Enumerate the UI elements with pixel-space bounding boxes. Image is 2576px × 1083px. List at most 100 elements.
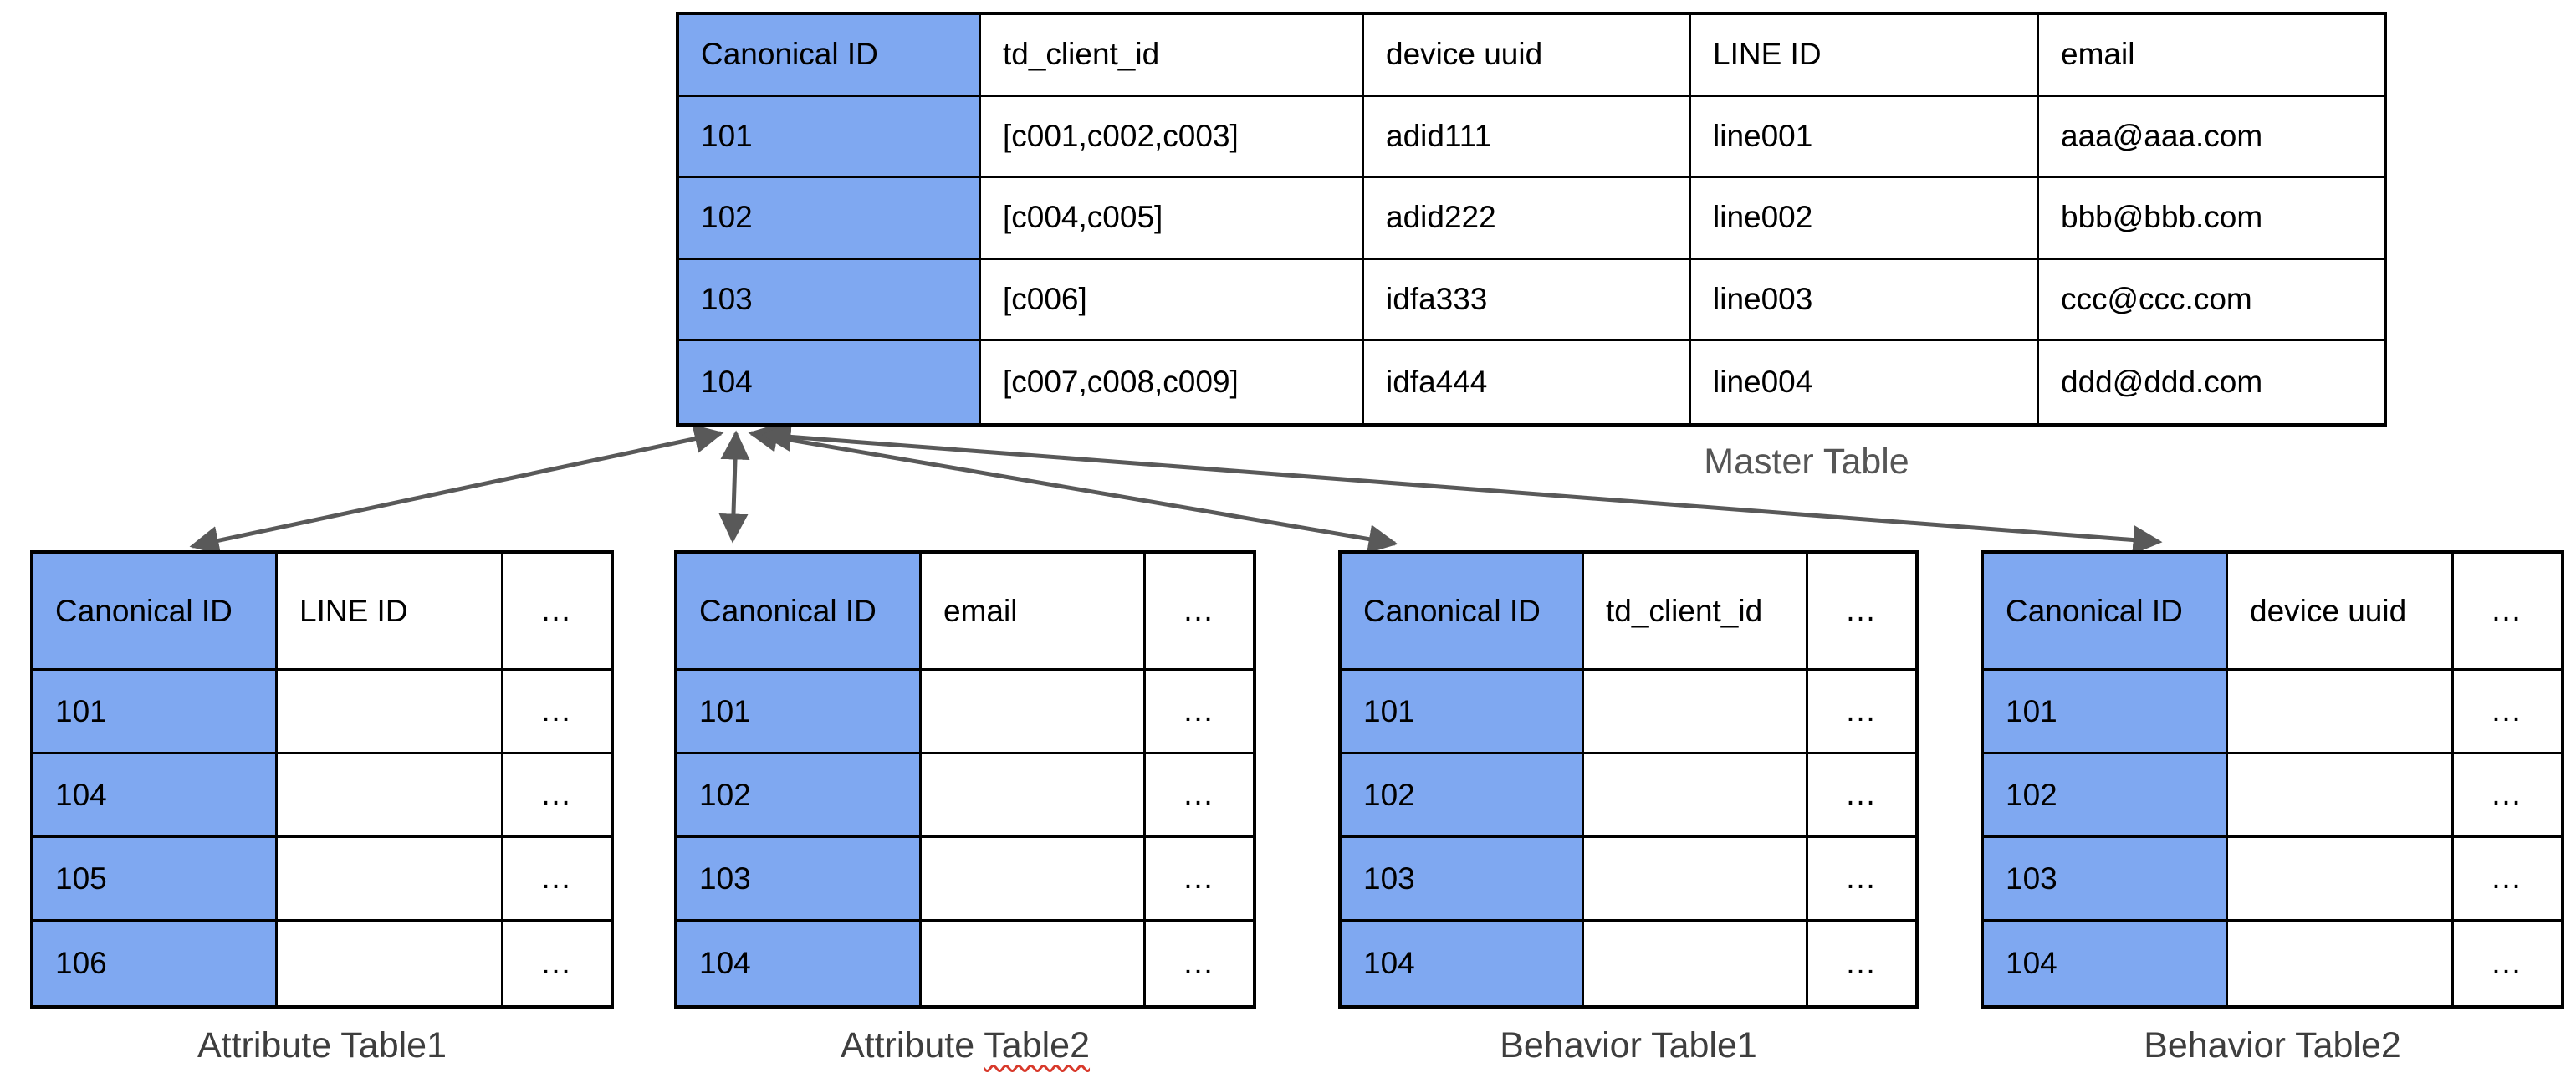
empty-cell xyxy=(2228,838,2454,922)
ellipsis-cell: … xyxy=(539,945,575,981)
value-cell: adid222 xyxy=(1364,178,1691,260)
master-table-caption: Master Table xyxy=(1704,442,1909,482)
id-cell: 101 xyxy=(679,96,981,179)
empty-cell xyxy=(278,754,503,838)
header-cell: email xyxy=(922,554,1146,671)
ellipsis-cell: … xyxy=(1146,754,1253,838)
id-cell: 101 xyxy=(1984,671,2228,754)
caption-text: Attribute Table1 xyxy=(197,1025,447,1065)
value-cell: line003 xyxy=(1691,259,2039,342)
ellipsis-cell: … xyxy=(1808,754,1915,838)
header-cell: … xyxy=(2454,554,2561,671)
id-cell: 101 xyxy=(677,671,922,754)
value-cell: idfa444 xyxy=(1364,341,1691,423)
empty-cell xyxy=(1584,671,1808,754)
empty-cell xyxy=(2228,754,2454,838)
empty-cell xyxy=(2228,671,2454,754)
empty-cell xyxy=(1584,838,1808,922)
behavior-table1: Canonical ID td_client_id … 101 … 102 … … xyxy=(1338,550,1919,1009)
attribute-table1-caption: Attribute Table1 xyxy=(30,1025,614,1066)
ellipsis-cell: … xyxy=(2454,838,2561,922)
attribute-table2-caption: Attribute Table2 xyxy=(674,1025,1256,1066)
id-cell: 102 xyxy=(677,754,922,838)
empty-cell xyxy=(1584,922,1808,1005)
value-cell: line001 xyxy=(1691,96,2039,179)
header-cell: device uuid xyxy=(2228,554,2454,671)
id-cell: 102 xyxy=(1342,754,1584,838)
empty-cell xyxy=(922,838,1146,922)
header-cell: Canonical ID xyxy=(1342,554,1584,671)
header-cell: Canonical ID xyxy=(1984,554,2228,671)
id-cell: 104 xyxy=(1984,922,2228,1005)
ellipsis-cell: … xyxy=(2454,671,2561,754)
ellipsis-cell: … xyxy=(1808,838,1915,922)
id-cell: 103 xyxy=(677,838,922,922)
empty-cell xyxy=(278,671,503,754)
value-cell: [c001,c002,c003] xyxy=(981,96,1364,179)
id-cell: 101 xyxy=(1342,671,1584,754)
header-cell: … xyxy=(503,554,611,671)
arrow-master-to-attribute1 xyxy=(189,424,724,555)
header-cell: td_client_id xyxy=(981,15,1364,97)
attribute-table1: Canonical ID LINE ID … 101 … 104 … 105 …… xyxy=(30,550,614,1009)
value-cell: [c004,c005] xyxy=(981,178,1364,260)
ellipsis-cell: … xyxy=(503,671,611,754)
header-cell: Canonical ID xyxy=(677,554,922,671)
id-cell: 105 xyxy=(33,838,278,922)
ellipsis-cell: … xyxy=(1808,671,1915,754)
header-cell: email xyxy=(2039,15,2384,97)
value-cell: [c007,c008,c009] xyxy=(981,341,1364,423)
ellipsis-cell: … xyxy=(2490,945,2525,981)
value-cell: ccc@ccc.com xyxy=(2039,260,2384,342)
empty-cell xyxy=(922,754,1146,838)
arrow-master-to-behavior2 xyxy=(761,421,2163,555)
attribute-table2: Canonical ID email … 101 … 102 … 103 … 1… xyxy=(674,550,1256,1009)
value-cell: bbb@bbb.com xyxy=(2039,178,2384,260)
empty-cell xyxy=(2228,922,2454,1005)
header-cell: LINE ID xyxy=(1691,15,2039,97)
value-cell: [c006] xyxy=(981,259,1364,342)
header-cell: device uuid xyxy=(1364,15,1691,97)
value-cell: idfa333 xyxy=(1364,259,1691,342)
ellipsis-cell: … xyxy=(1182,945,1217,981)
empty-cell xyxy=(1584,754,1808,838)
id-cell: 104 xyxy=(679,341,981,423)
behavior-table2: Canonical ID device uuid … 101 … 102 … 1… xyxy=(1981,550,2564,1009)
id-cell: 104 xyxy=(1342,922,1584,1005)
header-cell: Canonical ID xyxy=(679,15,981,97)
empty-cell xyxy=(278,922,503,1005)
value-cell: line004 xyxy=(1691,341,2039,423)
caption-misspelled-text: Table2 xyxy=(984,1025,1091,1065)
empty-cell xyxy=(278,838,503,922)
behavior-table1-caption: Behavior Table1 xyxy=(1338,1025,1919,1066)
empty-cell xyxy=(922,922,1146,1005)
value-cell: line002 xyxy=(1691,178,2039,260)
master-table: Canonical ID td_client_id device uuid LI… xyxy=(676,12,2387,427)
header-cell: td_client_id xyxy=(1584,554,1808,671)
value-cell: ddd@ddd.com xyxy=(2061,365,2263,400)
ellipsis-cell: … xyxy=(1146,671,1253,754)
header-cell: Canonical ID xyxy=(33,554,278,671)
value-cell: adid111 xyxy=(1364,96,1691,179)
arrow-master-to-attribute2 xyxy=(718,430,750,544)
arrow-master-to-behavior1 xyxy=(748,423,1398,554)
id-cell: 103 xyxy=(1342,838,1584,922)
header-cell: … xyxy=(1808,554,1915,671)
id-cell: 103 xyxy=(1984,838,2228,922)
behavior-table2-caption: Behavior Table2 xyxy=(1981,1025,2564,1066)
id-cell: 102 xyxy=(1984,754,2228,838)
value-cell: aaa@aaa.com xyxy=(2039,97,2384,179)
id-cell: 101 xyxy=(33,671,278,754)
id-cell: 104 xyxy=(33,754,278,838)
caption-text: Behavior Table1 xyxy=(1500,1025,1757,1065)
id-cell: 102 xyxy=(679,178,981,260)
caption-text: Attribute xyxy=(840,1025,984,1065)
id-cell: 104 xyxy=(677,922,922,1005)
caption-text: Behavior Table2 xyxy=(2144,1025,2401,1065)
id-cell: 103 xyxy=(679,259,981,342)
header-cell: LINE ID xyxy=(278,554,503,671)
ellipsis-cell: … xyxy=(1844,945,1879,981)
ellipsis-cell: … xyxy=(503,754,611,838)
header-cell: … xyxy=(1146,554,1253,671)
